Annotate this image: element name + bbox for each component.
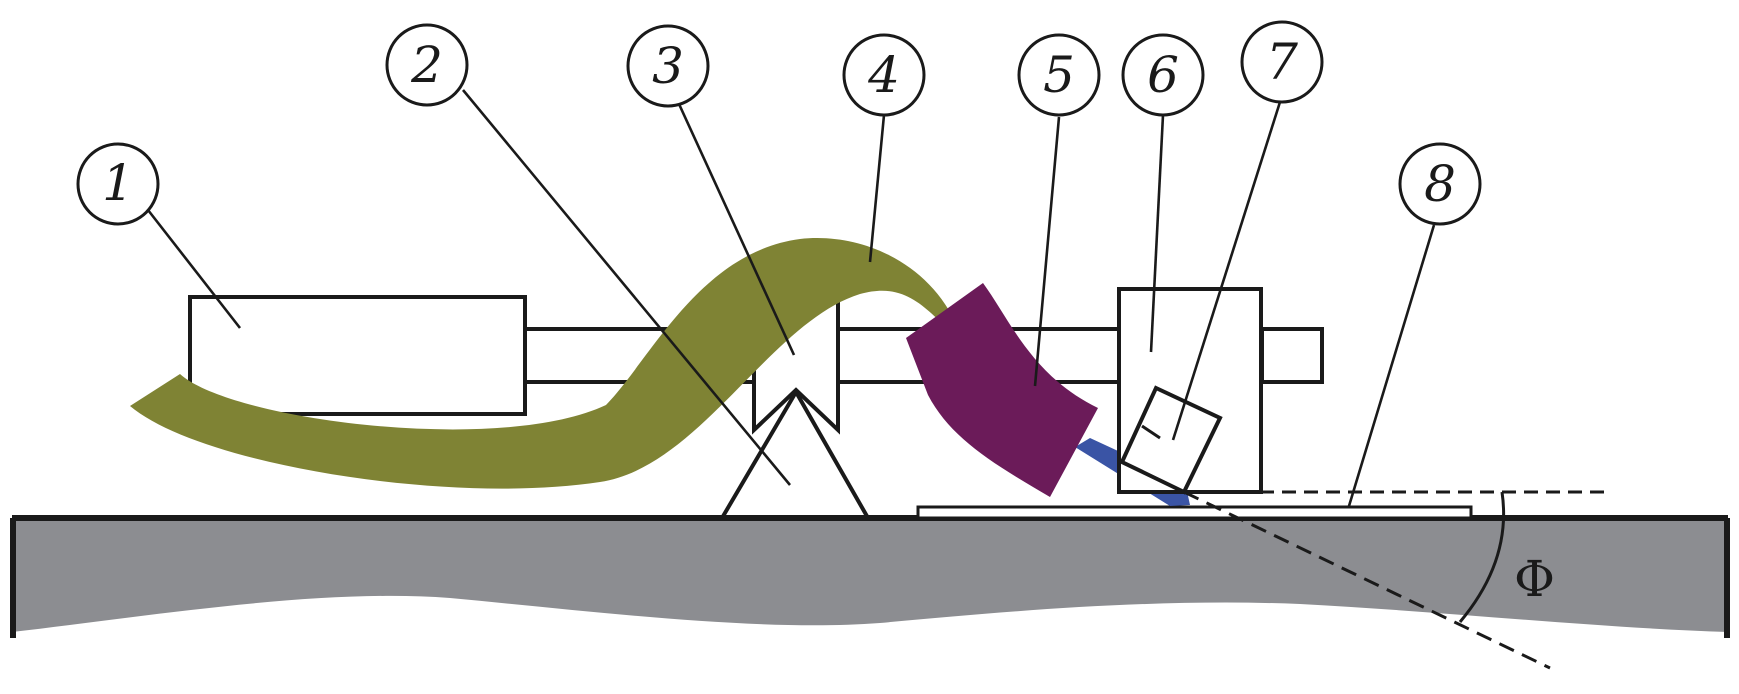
leader-line-4 [868,114,886,263]
rod-end-cap [1260,327,1324,384]
leader-line-3 [677,103,796,356]
svg-text:2: 2 [410,36,443,94]
inclined-reference-dashed [1183,490,1551,670]
callout-2: 2 [385,23,469,107]
callout-7: 7 [1240,20,1324,104]
svg-text:4: 4 [867,46,900,104]
base-plate [916,505,1473,520]
housing-block [188,295,527,416]
svg-text:1: 1 [102,154,134,212]
leader-line-5 [1033,116,1061,387]
callout-5: 5 [1017,33,1101,117]
ground-body [12,518,1728,632]
svg-text:3: 3 [652,37,684,95]
purple-clamp [906,283,1098,497]
angle-arc [1458,491,1506,623]
callout-1: 1 [76,142,160,226]
leader-line-2 [461,89,792,486]
callout-3: 3 [626,24,710,108]
svg-text:6: 6 [1147,46,1179,104]
svg-text:8: 8 [1424,155,1456,213]
angle-label: Φ [1514,550,1555,608]
callout-6: 6 [1121,33,1205,117]
sensor-stem [1141,424,1161,440]
tilted-sensor [1119,385,1223,495]
leader-line-1 [146,209,242,329]
svg-text:7: 7 [1266,33,1298,91]
triangle-support [720,388,870,520]
svg-text:5: 5 [1043,46,1075,104]
callout-4: 4 [842,33,926,117]
callout-8: 8 [1398,142,1482,226]
leader-line-8 [1347,224,1436,507]
leader-line-6 [1149,114,1165,353]
olive-cable [130,238,980,489]
leader-line-7 [1171,101,1282,441]
